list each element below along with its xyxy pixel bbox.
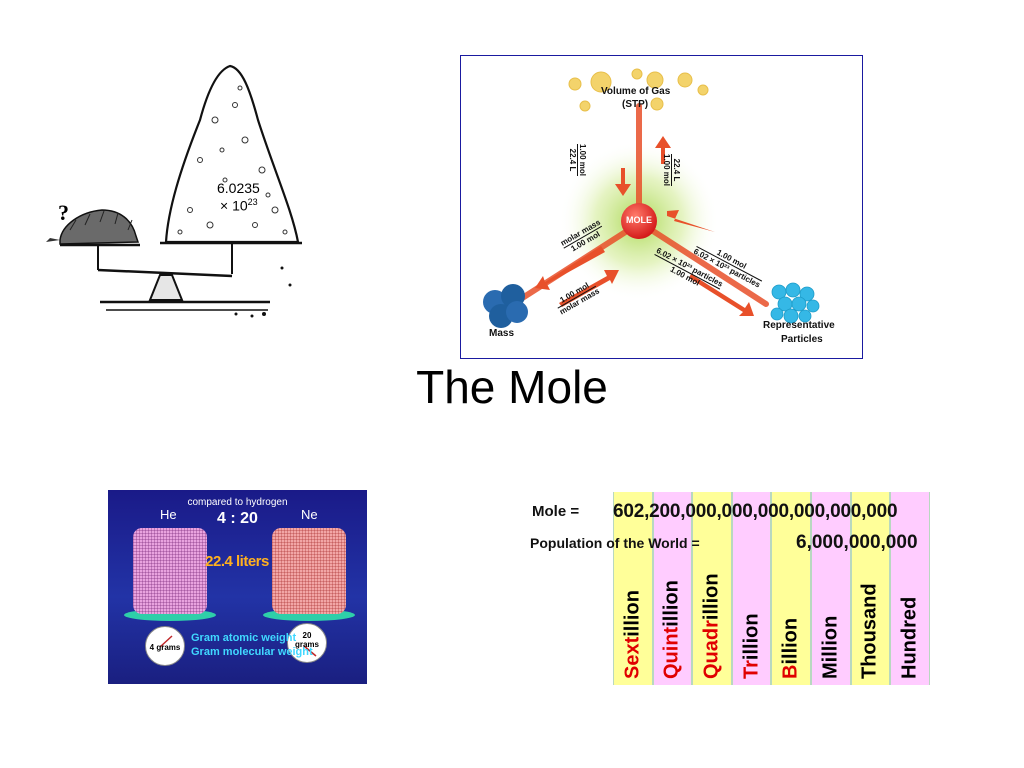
helium-label: He [160, 507, 177, 522]
gram-molecular-weight: Gram molecular weight [191, 646, 313, 658]
mole-conversion-map: MOLE Volume of Gas (STP) Mass Representa… [460, 55, 863, 359]
place-prefix: Tr [740, 660, 763, 679]
mole-map-svg [483, 68, 820, 328]
mass-ratio: 4 : 20 [217, 510, 258, 527]
place-suffix: illion [700, 573, 723, 621]
place-column: Thousand [850, 492, 891, 685]
mole-balance-cartoon: ? 6.0235 × 1023 [40, 60, 330, 330]
gas-comparison-panel: compared to hydrogen He Ne 4 : 20 22.4 l… [108, 490, 367, 684]
balance-drawing [46, 64, 302, 318]
particles-label-2: Particles [781, 334, 823, 345]
particle-spheres [770, 282, 820, 324]
helium-grams: 4 grams [149, 643, 181, 652]
pile-power-line: × 1023 [220, 197, 258, 214]
place-suffix: illion [740, 613, 763, 661]
neon-needle-icon [303, 645, 317, 657]
place-column: Hundred [890, 492, 930, 685]
helium-container [133, 528, 207, 614]
gas-sublabel: (STP) [622, 99, 649, 110]
arrow-mole-to-particles [689, 274, 754, 316]
factor-gas-up: 22.4 L 1.00 mol [662, 154, 681, 187]
neon-grams: 20 grams [294, 631, 319, 649]
pile-exponent: 23 [247, 197, 258, 207]
place-suffix: illion [660, 580, 683, 627]
place-suffix: illion [621, 590, 644, 637]
mole-center [621, 203, 657, 239]
arrow-mass-to-mole [559, 270, 619, 307]
place-column: Quadrillion [692, 492, 732, 685]
place-suffix: Thousand [858, 583, 881, 679]
place-suffix: illion [779, 617, 802, 665]
mass-label: Mass [489, 328, 515, 339]
gas-bubbles [568, 68, 709, 112]
compared-to-hydrogen: compared to hydrogen [187, 497, 288, 508]
factor-gas-down: 1.00 mol 22.4 L [568, 144, 587, 177]
neon-scale-dial [287, 623, 327, 663]
place-column: Quintillion [652, 492, 693, 685]
place-prefix: B [779, 664, 802, 679]
mole-animal [59, 209, 140, 245]
arrow-particles-to-mole [667, 210, 715, 232]
neon-label: Ne [301, 507, 318, 522]
mass-spheres [483, 284, 528, 328]
place-column: Trillion [731, 492, 772, 685]
question-mark: ? [58, 200, 69, 225]
helium-needle-icon [159, 635, 173, 648]
place-column: Sextillion [613, 492, 653, 685]
gas-label: Volume of Gas [601, 86, 671, 97]
arrow-mole-to-mass [535, 246, 605, 290]
population-label: Population of the World = [530, 535, 700, 551]
mole-center-label: MOLE [626, 215, 652, 225]
factor-gas-down-den: 22.4 L [568, 148, 577, 172]
pile-power: × 10 [220, 197, 248, 214]
place-suffix: Million [819, 615, 842, 679]
place-column: Billion [771, 492, 811, 685]
place-prefix: Sext [621, 636, 644, 679]
particles-label-1: Representative [763, 320, 835, 331]
pile-number: 6.0235 [217, 180, 260, 196]
slide-title: The Mole [416, 361, 608, 413]
helium-scale-dial [145, 626, 185, 666]
volume-label: 22.4 liters [205, 553, 269, 570]
place-prefix: Quint [660, 626, 683, 679]
mole-equals-label: Mole = [532, 503, 580, 520]
place-suffix: Hundred [898, 596, 921, 679]
place-column: Million [810, 492, 851, 685]
arrow-mole-to-gas [655, 136, 671, 164]
factor-gas-down-num: 1.00 mol [577, 144, 587, 177]
gram-atomic-weight: Gram atomic weight [191, 632, 297, 644]
arrow-gas-to-mole [615, 168, 631, 196]
mole-value: 602,200,000,000,000,000,000,000 [613, 501, 898, 522]
factor-gas-up-num: 22.4 L [671, 154, 681, 187]
balance-beam [97, 268, 233, 278]
place-prefix: Quadr [700, 620, 723, 679]
neon-container [272, 528, 346, 614]
population-value: 6,000,000,000 [796, 532, 918, 553]
particle-pile [164, 64, 300, 244]
factor-gas-up-den: 1.00 mol [662, 154, 671, 187]
